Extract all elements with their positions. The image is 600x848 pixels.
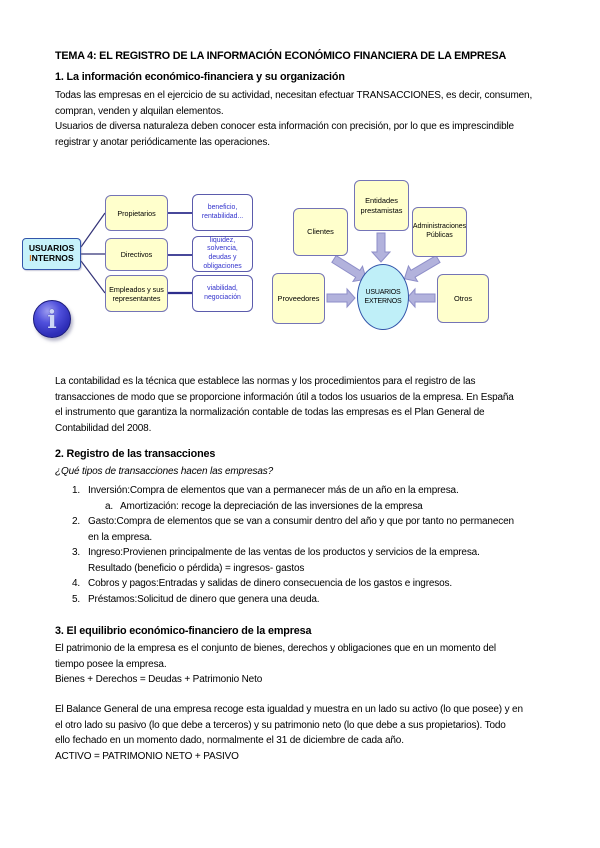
list-marker: 2. (72, 516, 81, 527)
interest-box-beneficio: beneficio, rentabilidad... (192, 194, 253, 231)
list-item: 2. Gasto:Compra de elementos que se van a… (55, 514, 560, 530)
section2-heading: 2. Registro de las transacciones (55, 448, 216, 460)
paragraph-line: transacciones de modo que se proporcione… (55, 391, 514, 403)
hub-rest: NTERNOS (31, 253, 74, 263)
list-item: 4. Cobros y pagos:Entradas y salidas de d… (55, 576, 560, 592)
list-text: Inversión:Compra de elementos que van a … (88, 485, 459, 496)
list-item-continuation: Resultado (beneficio o pérdida) = ingres… (55, 561, 560, 577)
list-text: Amortización: recoge la depreciación de … (120, 500, 423, 512)
list-text: Préstamos:Solicitud de dinero que genera… (88, 593, 320, 605)
section3-heading: 3. El equilibrio económico-financiero de… (55, 625, 312, 637)
section1-paragraph-1: Todas las empresas en el ejercicio de su… (55, 88, 555, 150)
section1-paragraph-2: La contabilidad es la técnica que establ… (55, 374, 555, 436)
section1-heading: 1. La información económico-financiera y… (55, 71, 345, 83)
external-box-proveedores: Proveedores (272, 273, 325, 324)
diagram-connectors (80, 212, 441, 309)
interest-box-liquidez: liquidez, solvencia, deudas y obligacion… (192, 236, 253, 272)
paragraph-line: El patrimonio de la empresa es el conjun… (55, 643, 496, 654)
info-icon-glyph: i (47, 304, 57, 334)
transaction-type-list: 1. Inversión:Compra de elementos que van … (55, 483, 560, 607)
arrow-down-icon (370, 232, 392, 263)
external-box-otros: Otros (437, 274, 489, 323)
list-item-continuation: en la empresa. (55, 530, 560, 546)
internal-users-hub: USUARIOS INTERNOS (22, 238, 81, 270)
hub-label-line1: USUARIOS (28, 243, 75, 254)
section3-paragraph-2: El Balance General de una empresa recoge… (55, 702, 555, 764)
paragraph-line: Todas las empresas en el ejercicio de su… (55, 90, 533, 101)
paragraph-line: Bienes + Derechos = Deudas + Patrimonio … (55, 674, 263, 685)
info-icon: i (33, 300, 71, 338)
internal-user-box-empleados: Empleados y sus representantes (105, 275, 168, 312)
hub-label-line1: USUARIOS (365, 288, 401, 296)
paragraph-line: El Balance General de una empresa recoge… (55, 704, 523, 715)
users-diagram: USUARIOS INTERNOS Propietarios Directivo… (0, 160, 600, 360)
internal-user-box-propietarios: Propietarios (105, 195, 168, 231)
hub-label-line2: INTERNOS (29, 253, 74, 264)
list-item: 5. Préstamos:Solicitud de dinero que gene… (55, 592, 560, 608)
list-marker: 1. (72, 485, 81, 496)
paragraph-line: ello fechado en un momento dado, normalm… (55, 735, 404, 746)
list-subitem: a. Amortización: recoge la depreciación d… (55, 499, 560, 515)
list-item: 3. Ingreso:Provienen principalmente de la… (55, 545, 560, 561)
list-marker: 3. (72, 547, 81, 558)
paragraph-line: La contabilidad es la técnica que establ… (55, 376, 476, 387)
arrow-diagonal-icon (403, 254, 441, 283)
list-text: Cobros y pagos:Entradas y salidas de din… (88, 578, 453, 589)
paragraph-line: el otro lado su pasivo (lo que debe a te… (55, 719, 506, 731)
page-title: TEMA 4: EL REGISTRO DE LA INFORMACIÓN EC… (55, 50, 507, 62)
section3-paragraph-1: El patrimonio de la empresa es el conjun… (55, 641, 555, 688)
internal-user-box-directivos: Directivos (105, 238, 168, 271)
external-box-administraciones: Administraciones Públicas (412, 207, 467, 257)
paragraph-line: Contabilidad del 2008. (55, 422, 152, 434)
paragraph-line: el instrumento que garantiza la normaliz… (55, 407, 485, 418)
arrow-left-icon (406, 287, 436, 309)
paragraph-line: compran, venden y alquilan elementos. (55, 105, 224, 117)
hub-label-line2: EXTERNOS (364, 298, 402, 305)
list-marker: a. (105, 500, 114, 512)
list-text: Resultado (beneficio o pérdida) = ingres… (88, 562, 305, 574)
section2-question: ¿Qué tipos de transacciones hacen las em… (55, 466, 274, 477)
paragraph-line: ACTIVO = PATRIMONIO NETO + PASIVO (55, 750, 239, 762)
paragraph-line: registrar y anotar periódicamente las op… (55, 136, 270, 148)
list-marker: 5. (72, 593, 81, 605)
arrow-right-icon (326, 287, 356, 309)
external-box-entidades: Entidades prestamistas (354, 180, 409, 231)
hub-initial: I (29, 253, 32, 263)
list-text: Gasto:Compra de elementos que se van a c… (88, 516, 514, 527)
external-users-hub: USUARIOS EXTERNOS (357, 264, 409, 330)
interest-box-viabilidad: viabilidad, negociación (192, 275, 253, 312)
list-text: en la empresa. (88, 531, 153, 543)
list-marker: 4. (72, 578, 81, 589)
paragraph-line: tiempo posee la empresa. (55, 658, 167, 670)
external-box-clientes: Clientes (293, 208, 348, 256)
paragraph-line: Usuarios de diversa naturaleza deben con… (55, 121, 514, 132)
list-text: Ingreso:Provienen principalmente de las … (88, 547, 480, 558)
list-item: 1. Inversión:Compra de elementos que van … (55, 483, 560, 499)
